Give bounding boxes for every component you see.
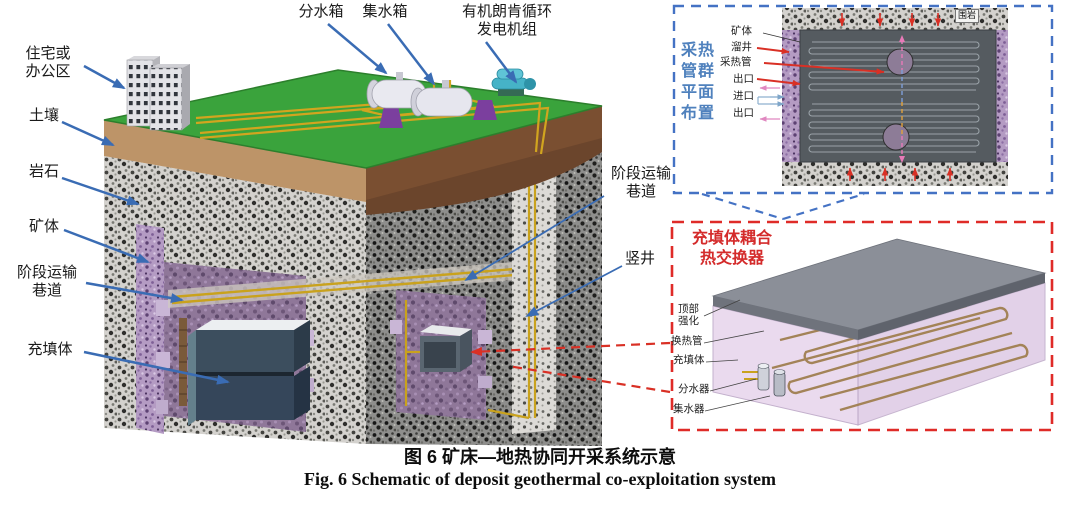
label-stage-transport-right: 阶段运输 巷道 bbox=[610, 166, 671, 200]
plan-label-inlet: 进口 bbox=[733, 91, 754, 102]
caption-chinese: 图 6 矿床—地热协同开采系统示意 bbox=[403, 447, 676, 467]
label-soil: 土壤 bbox=[28, 108, 59, 124]
ore-pass-circle-bottom bbox=[882, 123, 910, 151]
label-rock: 岩石 bbox=[28, 164, 59, 180]
label-residential-area: 住宅或 办公区 bbox=[25, 46, 71, 80]
label-vertical-shaft: 竖井 bbox=[624, 251, 655, 267]
exchanger-inset-graphic bbox=[470, 220, 1054, 432]
ore-body-band bbox=[136, 224, 164, 434]
backfill-blocks bbox=[188, 320, 310, 426]
plan-inset-graphic bbox=[672, 4, 1054, 221]
exchanger-zoom-lines bbox=[470, 341, 671, 394]
label-water-collection-tank: 集水箱 bbox=[362, 4, 408, 20]
transport-drift bbox=[168, 262, 515, 308]
exchanger-label-backfill: 充填体 bbox=[673, 355, 705, 366]
stope-heat-exchanger-area bbox=[390, 290, 492, 420]
exchanger-label-water-distributor: 分水器 bbox=[678, 384, 710, 395]
plan-label-outlet-bottom: 出口 bbox=[733, 108, 754, 119]
distributor-collector bbox=[742, 363, 786, 397]
surface-pipes bbox=[195, 80, 550, 155]
plan-inset-title: 采热管群平面布置 bbox=[681, 42, 716, 123]
plan-label-ore-pass: 溜井 bbox=[731, 42, 752, 53]
ore-pass-circle-top bbox=[886, 48, 914, 76]
label-water-distribution-tank: 分水箱 bbox=[298, 4, 344, 20]
exchanger-label-top-reinforcement: 顶部 强化 bbox=[678, 304, 699, 327]
soil-curve bbox=[366, 138, 602, 215]
label-ore-body: 矿体 bbox=[28, 219, 59, 235]
buildings bbox=[126, 56, 190, 131]
exchanger-inset-border bbox=[670, 220, 1054, 432]
label-stage-transport-left: 阶段运输 巷道 bbox=[16, 265, 77, 299]
label-backfill: 充填体 bbox=[27, 342, 73, 358]
plan-label-outlet-top: 出口 bbox=[733, 74, 754, 85]
plan-label-ore-body: 矿体 bbox=[731, 26, 752, 37]
soil-left-face bbox=[104, 120, 366, 202]
heat-exchanger-block bbox=[420, 325, 472, 372]
plan-label-heat-extraction-pipe: 采热管 bbox=[720, 57, 752, 68]
exchanger-label-water-collector: 集水器 bbox=[673, 404, 705, 415]
exchanger-label-heat-exchange-pipe: 换热管 bbox=[671, 336, 703, 347]
callout-arrows bbox=[61, 23, 623, 385]
heat-flux-arrows bbox=[838, 13, 954, 181]
plan-inset-border bbox=[672, 4, 1054, 195]
exchanger-inset-title: 充填体耦合 热交换器 bbox=[691, 230, 772, 267]
main-3d-diagram bbox=[103, 56, 603, 446]
plan-callout-lines bbox=[701, 192, 865, 221]
orc-turbine bbox=[491, 68, 536, 96]
water-tanks bbox=[366, 72, 497, 128]
soil-right-face bbox=[366, 106, 602, 203]
label-orc-power-unit: 有机朗肯循环 发电机组 bbox=[461, 4, 552, 38]
plan-label-surrounding-rock: 围岩 bbox=[955, 9, 980, 23]
caption-english: Fig. 6 Schematic of deposit geothermal c… bbox=[304, 469, 776, 489]
